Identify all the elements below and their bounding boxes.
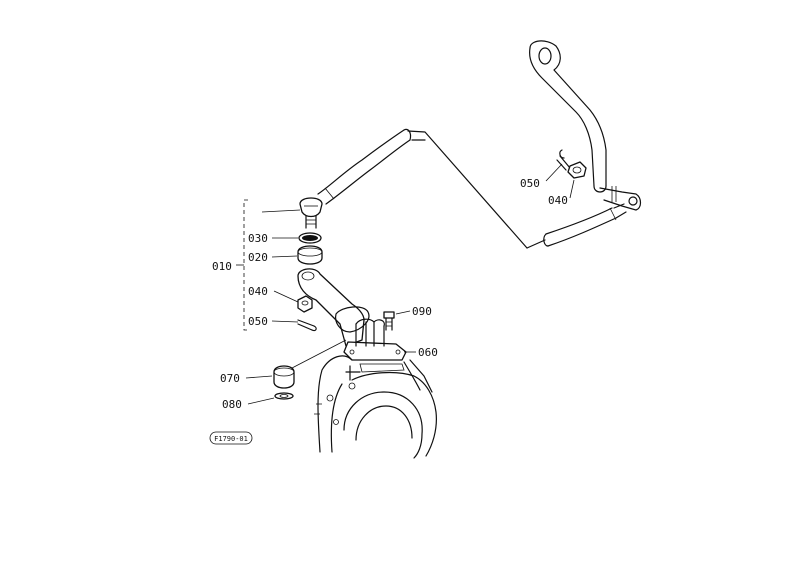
callout-090: 090 — [412, 305, 432, 318]
leader-line-bushing — [291, 339, 347, 369]
drawing-code: F1790-01 — [214, 435, 248, 443]
callout-070: 070 — [220, 372, 240, 385]
lever-arm — [297, 268, 370, 347]
callout-010: 010 — [212, 260, 232, 273]
callout-080: 080 — [222, 398, 242, 411]
left-cotter-pin-050 — [297, 319, 317, 332]
callout-030: 030 — [248, 232, 268, 245]
callout-020: 020 — [248, 251, 268, 264]
control-rod-upper — [317, 128, 528, 249]
washer-030 — [298, 232, 322, 244]
control-rod-lower — [526, 203, 627, 249]
boot-020 — [297, 245, 323, 265]
rod-end-ball-joint — [299, 197, 323, 229]
right-clevis — [599, 186, 642, 211]
callout-040-left: 040 — [248, 285, 268, 298]
drawing-code-badge: F1790-01 — [209, 431, 253, 445]
callout-050-left: 050 — [248, 315, 268, 328]
left-nut-040 — [297, 295, 313, 313]
callout-040-right: 040 — [548, 194, 568, 207]
washer-080 — [274, 392, 294, 400]
callout-050-right: 050 — [520, 177, 540, 190]
bolt-090 — [383, 311, 395, 331]
bushing-070 — [273, 365, 295, 389]
right-nut — [567, 161, 587, 179]
transmission-housing — [314, 355, 437, 459]
leader-lines — [245, 163, 575, 405]
assembly-010-bracket — [236, 199, 248, 331]
pedal-arm — [529, 40, 607, 193]
callout-060: 060 — [418, 346, 438, 359]
shaft-bracket-060 — [343, 318, 407, 361]
